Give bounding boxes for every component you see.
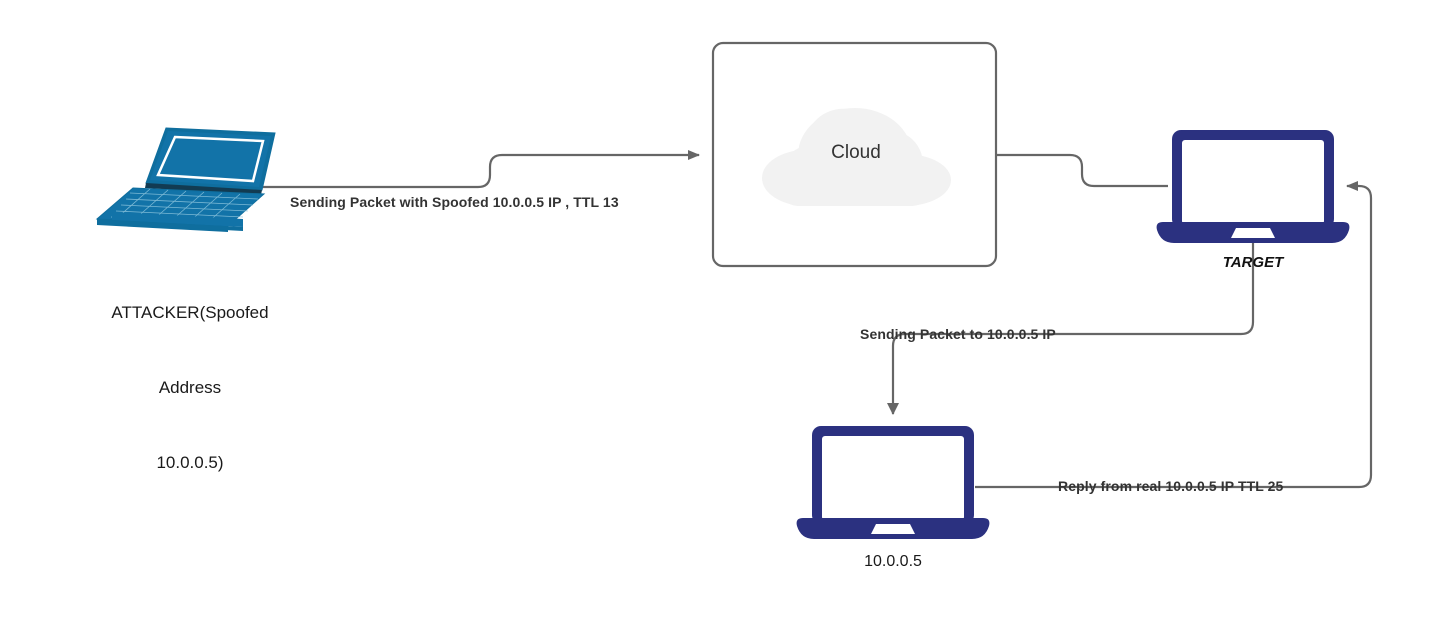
edge-label-target-to-victim: Sending Packet to 10.0.0.5 IP <box>860 326 1056 342</box>
edge-cloud-to-target <box>997 153 1168 188</box>
edge-target-to-victim <box>887 243 1255 415</box>
edge-victim-to-target <box>975 181 1373 489</box>
cloud-box[interactable] <box>711 41 998 268</box>
edge-label-victim-reply: Reply from real 10.0.0.5 IP TTL 25 <box>1058 478 1284 494</box>
cloud-icon <box>762 108 951 206</box>
edge-attacker-to-cloud <box>263 150 700 189</box>
attacker-laptop[interactable] <box>95 127 276 232</box>
edge-label-attack-packet: Sending Packet with Spoofed 10.0.0.5 IP … <box>290 194 619 210</box>
victim-laptop[interactable] <box>796 426 990 539</box>
target-laptop[interactable] <box>1156 130 1350 243</box>
